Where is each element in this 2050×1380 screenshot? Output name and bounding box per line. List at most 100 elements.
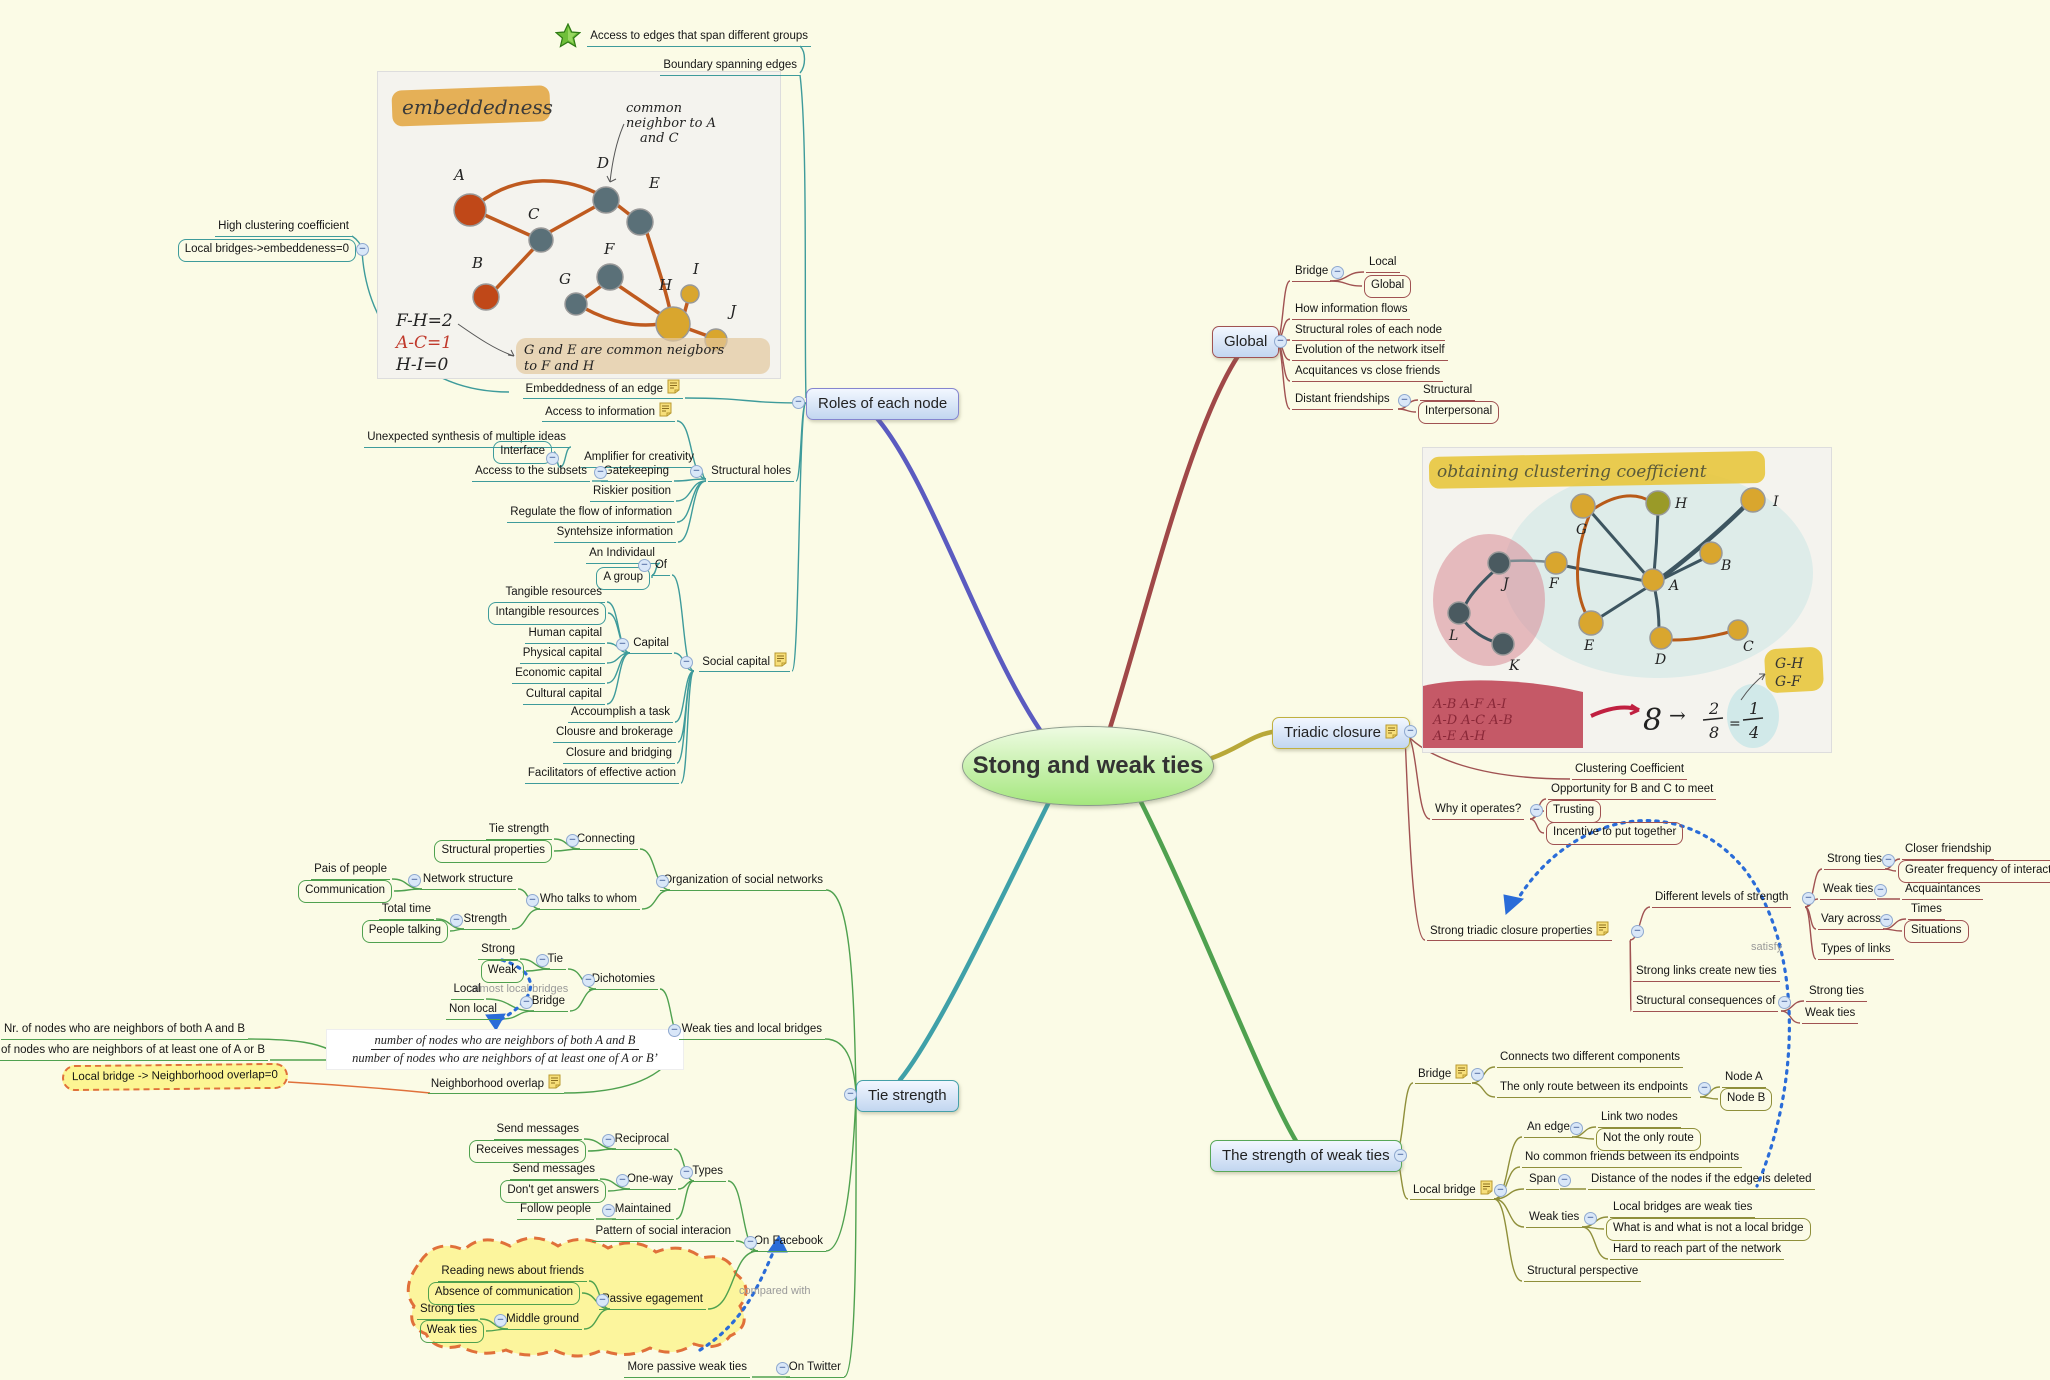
pais-of-people[interactable]: Pais of people [311,860,390,880]
more-passive-weak-ties[interactable]: More passive weak ties [624,1358,750,1378]
collapse-badge-5[interactable]: − [638,559,651,572]
send-messages-2[interactable]: Send messages [509,1160,598,1180]
link-two-nodes[interactable]: Link two nodes [1598,1108,1681,1128]
reciprocal[interactable]: Reciprocal [611,1130,672,1150]
structural-holes[interactable]: Structural holes [708,462,794,482]
no-common-friends[interactable]: No common friends between its endpoints [1522,1148,1743,1168]
collapse-badge-1[interactable]: − [792,396,805,409]
collapse-badge-8[interactable]: − [1274,335,1287,348]
facilitators-effective-action[interactable]: Facilitators of effective action [524,764,679,784]
one-way[interactable]: One-way [623,1170,676,1190]
acquaintances[interactable]: Acquaintances [1902,880,1984,900]
collapse-badge-23[interactable]: − [1570,1122,1583,1135]
note-icon[interactable] [1480,1180,1493,1195]
local-bridges-embeddeness[interactable]: Local bridges->embeddeness=0 [177,239,356,262]
local-bridges-are-weak-ties[interactable]: Local bridges are weak ties [1610,1198,1756,1218]
closer-friendship[interactable]: Closer friendship [1902,840,1995,860]
interpersonal[interactable]: Interpersonal [1418,401,1500,424]
weak-ties-3[interactable]: Weak ties [1526,1208,1583,1228]
pattern-social-interacion[interactable]: Pattern of social interacion [592,1222,734,1242]
collapse-badge-38[interactable]: − [602,1134,615,1147]
dont-get-answers[interactable]: Don't get answers [500,1180,606,1203]
bridge-2[interactable]: Bridge [1415,1064,1472,1084]
collapse-badge-26[interactable]: − [844,1088,857,1101]
local-bridge-overlap-0[interactable]: Local bridge -> Neighborhood overlap=0 [61,1062,289,1092]
neighborhood-overlap-formula[interactable]: number of nodes who are neighbors of bot… [327,1030,683,1069]
collapse-badge-21[interactable]: − [1698,1082,1711,1095]
collapse-badge-25[interactable]: − [1584,1212,1597,1225]
structural-consequences-of[interactable]: Structural consequences of [1633,992,1779,1012]
collapse-badge-11[interactable]: − [1404,725,1417,738]
an-edge[interactable]: An edge [1524,1118,1573,1138]
collapse-badge-29[interactable]: − [526,894,539,907]
weak-ties-1[interactable]: Weak ties [1820,880,1877,900]
boundary-spanning-edges[interactable]: Boundary spanning edges [660,56,800,76]
collapse-badge-0[interactable]: − [356,243,369,256]
hard-to-reach[interactable]: Hard to reach part of the network [1610,1240,1785,1260]
middle-ground[interactable]: Middle ground [503,1310,582,1330]
strong-ties-2[interactable]: Strong ties [1806,982,1867,1002]
clousre-and-brokerage[interactable]: Clousre and brokerage [553,723,676,743]
collapse-badge-18[interactable]: − [1778,996,1791,1009]
embeddedness-of-an-edge[interactable]: Embeddedness of an edge [522,379,683,399]
vary-across[interactable]: Vary across [1818,910,1884,930]
collapse-badge-2[interactable]: − [690,465,703,478]
note-icon[interactable] [1596,921,1609,936]
bridge[interactable]: Bridge [1292,262,1332,282]
weak-ties-and-local-bridges[interactable]: Weak ties and local bridges [678,1020,825,1040]
distant-friendships[interactable]: Distant friendships [1292,390,1393,410]
collapse-badge-13[interactable]: − [1631,925,1644,938]
different-levels-of-strength[interactable]: Different levels of strength [1652,888,1792,908]
collapse-badge-31[interactable]: − [450,914,463,927]
on-twitter[interactable]: On Twitter [785,1358,844,1378]
amplifier-for-creativity[interactable]: Amplifier for creativity [581,448,697,468]
collapse-badge-4[interactable]: − [546,452,559,465]
physical-capital[interactable]: Physical capital [519,644,605,664]
local-bridge-2[interactable]: Local bridge [1410,1180,1496,1200]
non-local[interactable]: Non local [446,1000,500,1020]
local-sub-2[interactable]: Local [450,980,484,1000]
riskier-position[interactable]: Riskier position [590,482,674,502]
opportunity-b-c-meet[interactable]: Opportunity for B and C to meet [1548,780,1717,800]
not-the-only-route[interactable]: Not the only route [1596,1128,1701,1151]
triadic-main[interactable]: Triadic closure [1272,717,1410,749]
tie-sub[interactable]: Tie [544,950,566,970]
note-icon[interactable] [774,652,787,667]
collapse-badge-36[interactable]: − [744,1236,757,1249]
closure-and-bridging[interactable]: Closure and bridging [562,744,675,764]
who-talks-to-whom[interactable]: Who talks to whom [536,890,640,910]
on-facebook[interactable]: On Facebook [750,1232,826,1252]
collapse-badge-33[interactable]: − [582,974,595,987]
strong-sub[interactable]: Strong [478,940,518,960]
node-b[interactable]: Node B [1720,1088,1773,1111]
collapse-badge-12[interactable]: − [1530,804,1543,817]
communication[interactable]: Communication [298,880,392,903]
collapse-badge-14[interactable]: − [1802,892,1815,905]
structural-roles-each-node[interactable]: Structural roles of each node [1292,321,1446,341]
only-route-endpoints[interactable]: The only route between its endpoints [1497,1078,1691,1098]
neighborhood-overlap[interactable]: Neighborhood overlap [427,1074,564,1094]
collapse-badge-32[interactable]: − [668,1024,681,1037]
high-clustering-coefficient[interactable]: High clustering coefficient [215,217,352,237]
nr-neighbors-both[interactable]: Nr. of nodes who are neighbors of both A… [0,1020,248,1040]
intangible-resources[interactable]: Intangible resources [488,602,606,625]
human-capital[interactable]: Human capital [525,624,605,644]
follow-people[interactable]: Follow people [517,1200,594,1220]
clustering-sketch-image[interactable]: obtaining clustering coefficient [1423,448,1831,752]
nr-neighbors-at-least-one[interactable]: Nr. of nodes who are neighbors of at lea… [0,1041,268,1061]
strong-ties-1[interactable]: Strong ties [1824,850,1885,870]
weak-ties-2[interactable]: Weak ties [1802,1004,1859,1024]
collapse-badge-16[interactable]: − [1874,884,1887,897]
global-sub[interactable]: Global [1364,275,1412,298]
collapse-badge-42[interactable]: − [494,1314,507,1327]
collapse-badge-34[interactable]: − [536,954,549,967]
types-of-links[interactable]: Types of links [1818,940,1894,960]
collapse-badge-40[interactable]: − [602,1204,615,1217]
note-icon[interactable] [659,402,672,417]
receives-messages[interactable]: Receives messages [469,1140,586,1163]
connecting[interactable]: Connecting [573,830,638,850]
note-icon[interactable] [667,379,680,394]
access-to-the-subsets[interactable]: Access to the subsets [472,462,590,482]
strong-links-create-new-ties[interactable]: Strong links create new ties [1633,962,1780,982]
clustering-coefficient[interactable]: Clustering Coefficient [1572,760,1688,780]
